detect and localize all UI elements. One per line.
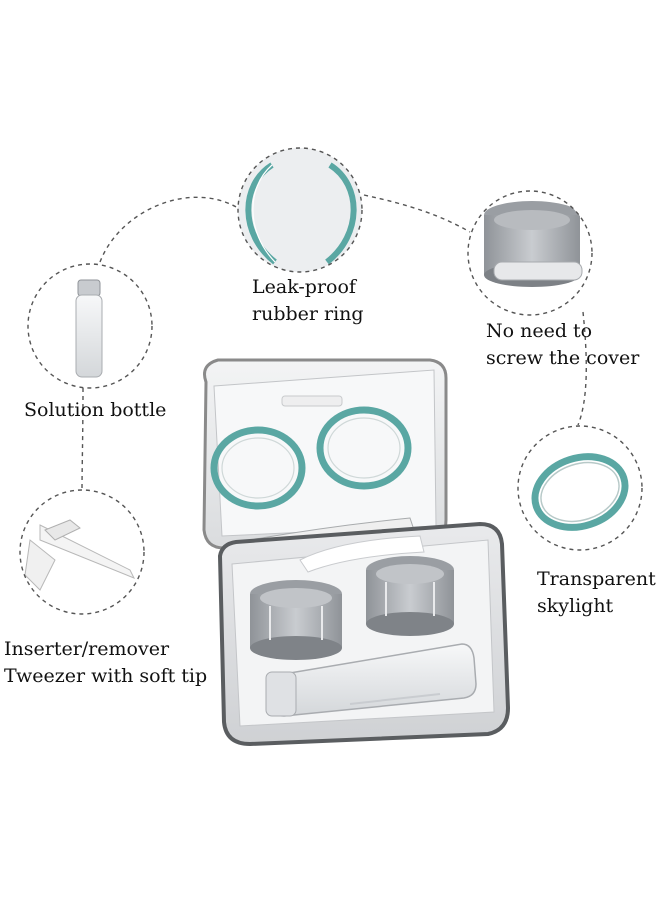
callout-solution-bottle <box>28 264 152 388</box>
label-skylight: Transparent skylight <box>537 566 656 620</box>
callout-cup <box>468 191 592 315</box>
label-leak-proof: Leak-proof rubber ring <box>252 274 364 328</box>
label-no-screw-line2: screw the cover <box>486 347 640 369</box>
label-no-screw: No need to screw the cover <box>486 318 639 372</box>
callout-skylight <box>518 426 642 550</box>
label-tweezer: Inserter/remover Tweezer with soft tip <box>4 636 207 690</box>
label-tweezer-line2: Tweezer with soft tip <box>4 665 208 687</box>
dashed-connector <box>81 194 587 491</box>
label-tweezer-line1: Inserter/remover <box>4 638 170 660</box>
label-leak-proof-line2: rubber ring <box>252 303 364 325</box>
label-skylight-line1: Transparent <box>537 568 656 590</box>
label-solution-bottle-line1: Solution bottle <box>24 399 167 421</box>
label-leak-proof-line1: Leak-proof <box>252 276 356 298</box>
label-skylight-line2: skylight <box>537 595 614 617</box>
callout-rubber-ring <box>238 148 362 272</box>
label-no-screw-line1: No need to <box>486 320 593 342</box>
callout-tweezer <box>20 490 144 614</box>
lens-case <box>202 358 511 747</box>
label-solution-bottle: Solution bottle <box>24 397 166 424</box>
